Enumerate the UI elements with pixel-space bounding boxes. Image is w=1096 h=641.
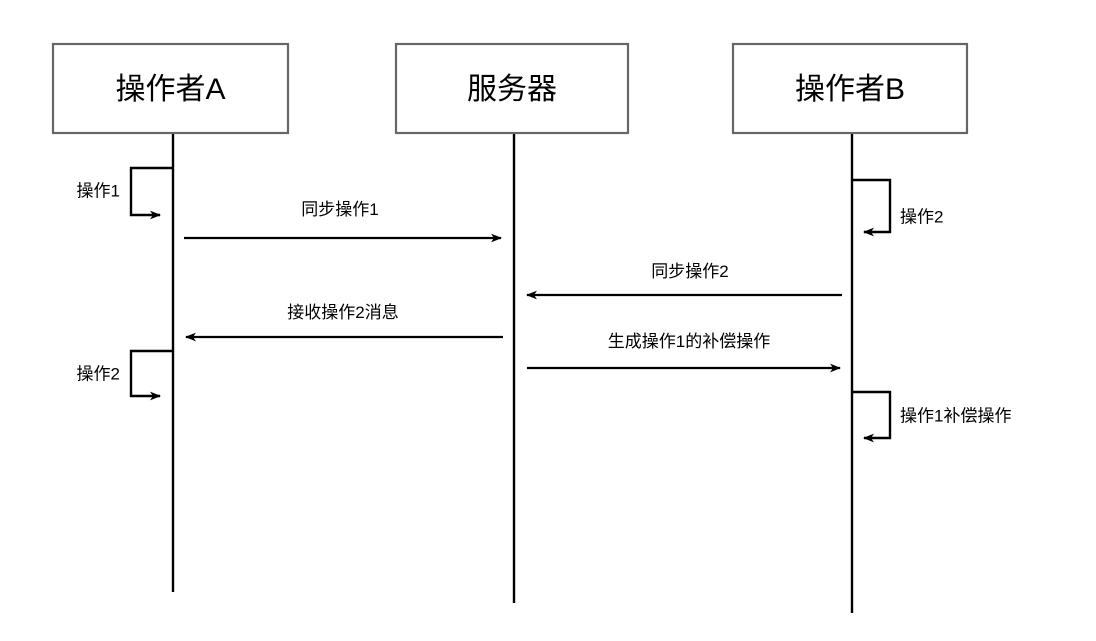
participant-label-operator-a: 操作者A bbox=[115, 73, 225, 106]
message-label-receive-op2: 接收操作2消息 bbox=[287, 303, 398, 322]
participant-label-operator-b: 操作者B bbox=[795, 73, 905, 106]
self-message-label-op2-a: 操作2 bbox=[77, 364, 120, 383]
self-message-label-op1-a: 操作1 bbox=[77, 181, 120, 200]
message-label-sync-op1: 同步操作1 bbox=[301, 200, 378, 219]
participant-box-operator-a[interactable] bbox=[51, 42, 290, 135]
participant-box-server[interactable] bbox=[394, 42, 630, 135]
self-message-loop-op1-a bbox=[129, 166, 173, 220]
participant-label-server: 服务器 bbox=[467, 73, 557, 106]
self-message-loop-op2-b bbox=[852, 178, 892, 237]
participant-box-operator-b[interactable] bbox=[731, 42, 969, 135]
self-message-loop-compensation-b bbox=[852, 390, 892, 443]
self-message-label-compensation-b: 操作1补偿操作 bbox=[900, 406, 1011, 425]
message-label-generate-compensation: 生成操作1的补偿操作 bbox=[608, 332, 770, 351]
self-message-label-op2-b: 操作2 bbox=[900, 207, 943, 226]
message-label-sync-op2: 同步操作2 bbox=[651, 262, 728, 281]
self-message-loop-op2-a bbox=[129, 349, 173, 401]
